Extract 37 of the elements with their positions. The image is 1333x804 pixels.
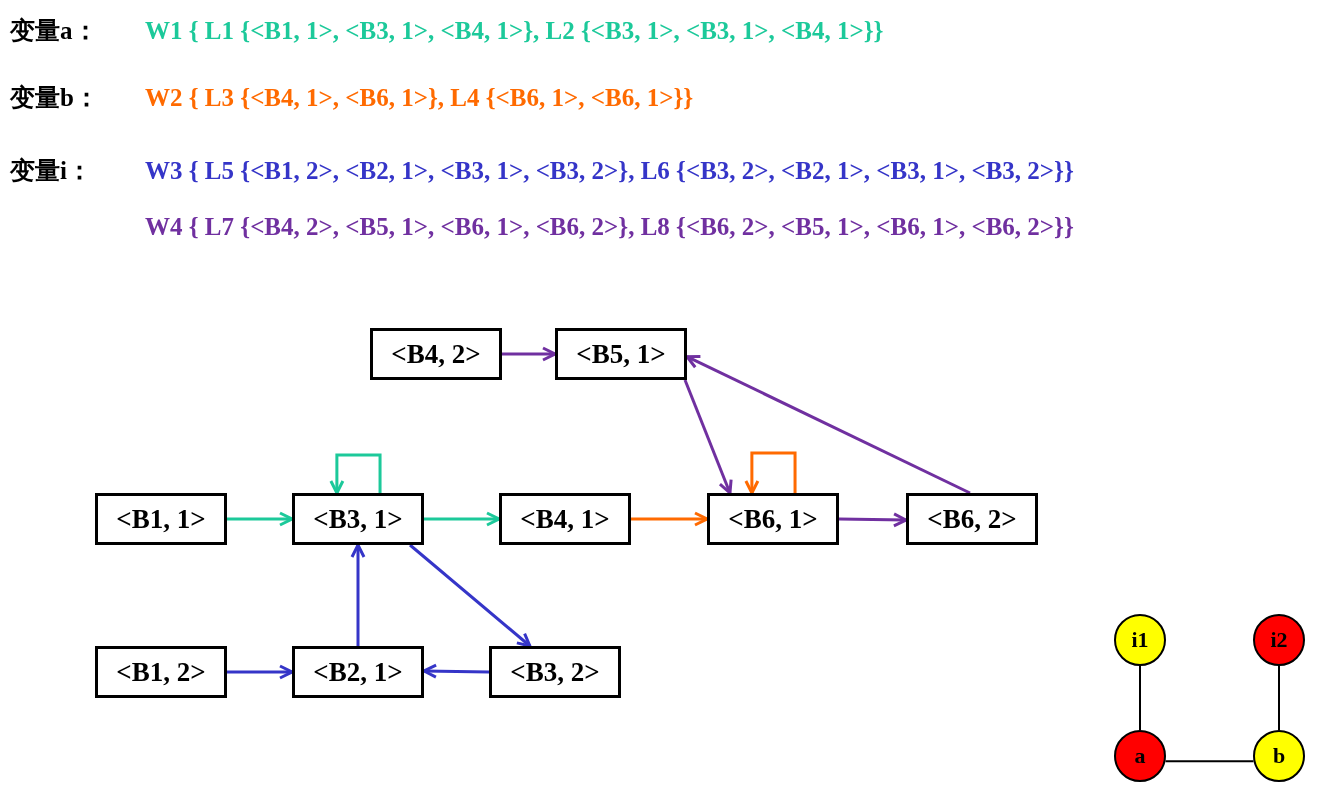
graph-node-circle: b [1253, 730, 1305, 782]
arrow [744, 451, 797, 495]
state-box: <B1, 2> [95, 646, 227, 698]
state-box: <B4, 1> [499, 493, 631, 545]
state-box: <B4, 2> [370, 328, 502, 380]
state-box: <B6, 2> [906, 493, 1038, 545]
arrow [631, 511, 709, 527]
graph-node-circle: i1 [1114, 614, 1166, 666]
graph-node-circle: i2 [1253, 614, 1305, 666]
arrow [409, 543, 532, 648]
variable-label: 变量b： [10, 83, 99, 113]
arrow [350, 543, 366, 646]
state-box: <B2, 1> [292, 646, 424, 698]
state-box: <B1, 1> [95, 493, 227, 545]
sequence-text: W2 { L3 {<B4, 1>, <B6, 1>}, L4 {<B6, 1>, <B6, 1>}} [145, 83, 694, 113]
connector-line [1164, 760, 1255, 763]
arrow [227, 511, 294, 527]
state-box: <B6, 1> [707, 493, 839, 545]
sequence-text: W1 { L1 {<B1, 1>, <B3, 1>, <B4, 1>}, L2 {<B3, 1>, <B3, 1>, <B4, 1>}} [145, 16, 884, 46]
connector-line [1139, 665, 1141, 731]
state-box: <B3, 2> [489, 646, 621, 698]
arrow [227, 664, 294, 680]
arrow [329, 453, 382, 495]
variable-label: 变量i： [10, 156, 92, 186]
arrow [422, 663, 490, 679]
state-box: <B3, 1> [292, 493, 424, 545]
connector-line [1278, 665, 1280, 731]
arrow [685, 354, 971, 495]
arrow [424, 511, 501, 527]
sequence-text: W3 { L5 {<B1, 2>, <B2, 1>, <B3, 1>, <B3, 2>}, L6 {<B3, 2>, <B2, 1>, <B3, 1>, <B3, 2>}} [145, 156, 1074, 186]
state-box: <B5, 1> [555, 328, 687, 380]
arrow [683, 379, 733, 495]
variable-label: 变量a： [10, 16, 98, 46]
graph-node-circle: a [1114, 730, 1166, 782]
arrow [838, 512, 908, 528]
sequence-text: W4 { L7 {<B4, 2>, <B5, 1>, <B6, 1>, <B6, 2>}, L8 {<B6, 2>, <B5, 1>, <B6, 1>, <B6, 2>}} [145, 212, 1074, 242]
arrow [502, 346, 557, 362]
